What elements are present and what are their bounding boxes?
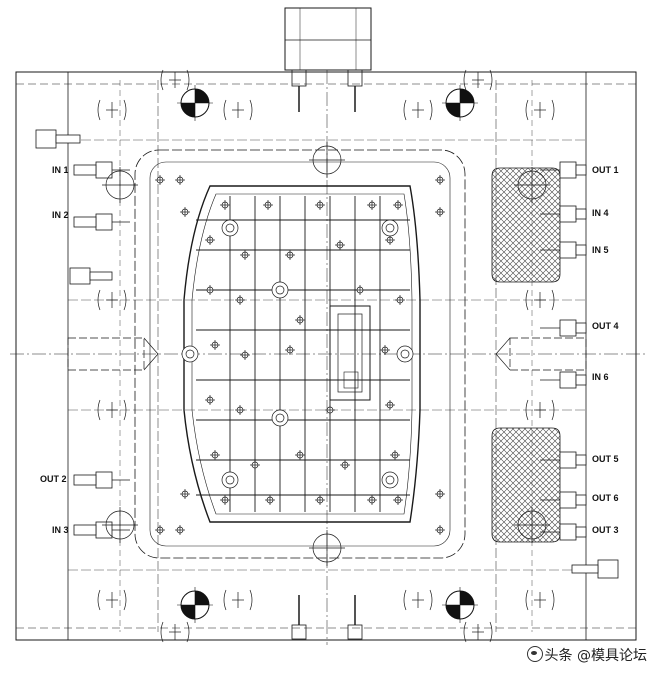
label-out5: OUT 5 xyxy=(592,454,619,464)
outer-plate xyxy=(15,71,637,641)
label-out3: OUT 3 xyxy=(592,525,619,535)
label-out6: OUT 6 xyxy=(592,493,619,503)
hatched-insert-top xyxy=(491,167,561,283)
label-in1: IN 1 xyxy=(52,165,69,175)
label-in3: IN 3 xyxy=(52,525,69,535)
hatched-insert-bottom xyxy=(491,427,561,543)
wechat-icon xyxy=(526,646,543,662)
label-in2: IN 2 xyxy=(52,210,69,220)
watermark: 头条 @模具论坛 xyxy=(526,645,647,665)
label-in5: IN 5 xyxy=(592,245,609,255)
watermark-text: 头条 @模具论坛 xyxy=(544,648,647,664)
label-out4: OUT 4 xyxy=(592,321,619,331)
label-out1: OUT 1 xyxy=(592,165,619,175)
cavity-insert xyxy=(183,185,421,523)
label-in4: IN 4 xyxy=(592,208,609,218)
sprue-bushing-top xyxy=(284,7,372,71)
label-in6: IN 6 xyxy=(592,372,609,382)
label-out2: OUT 2 xyxy=(40,474,67,484)
